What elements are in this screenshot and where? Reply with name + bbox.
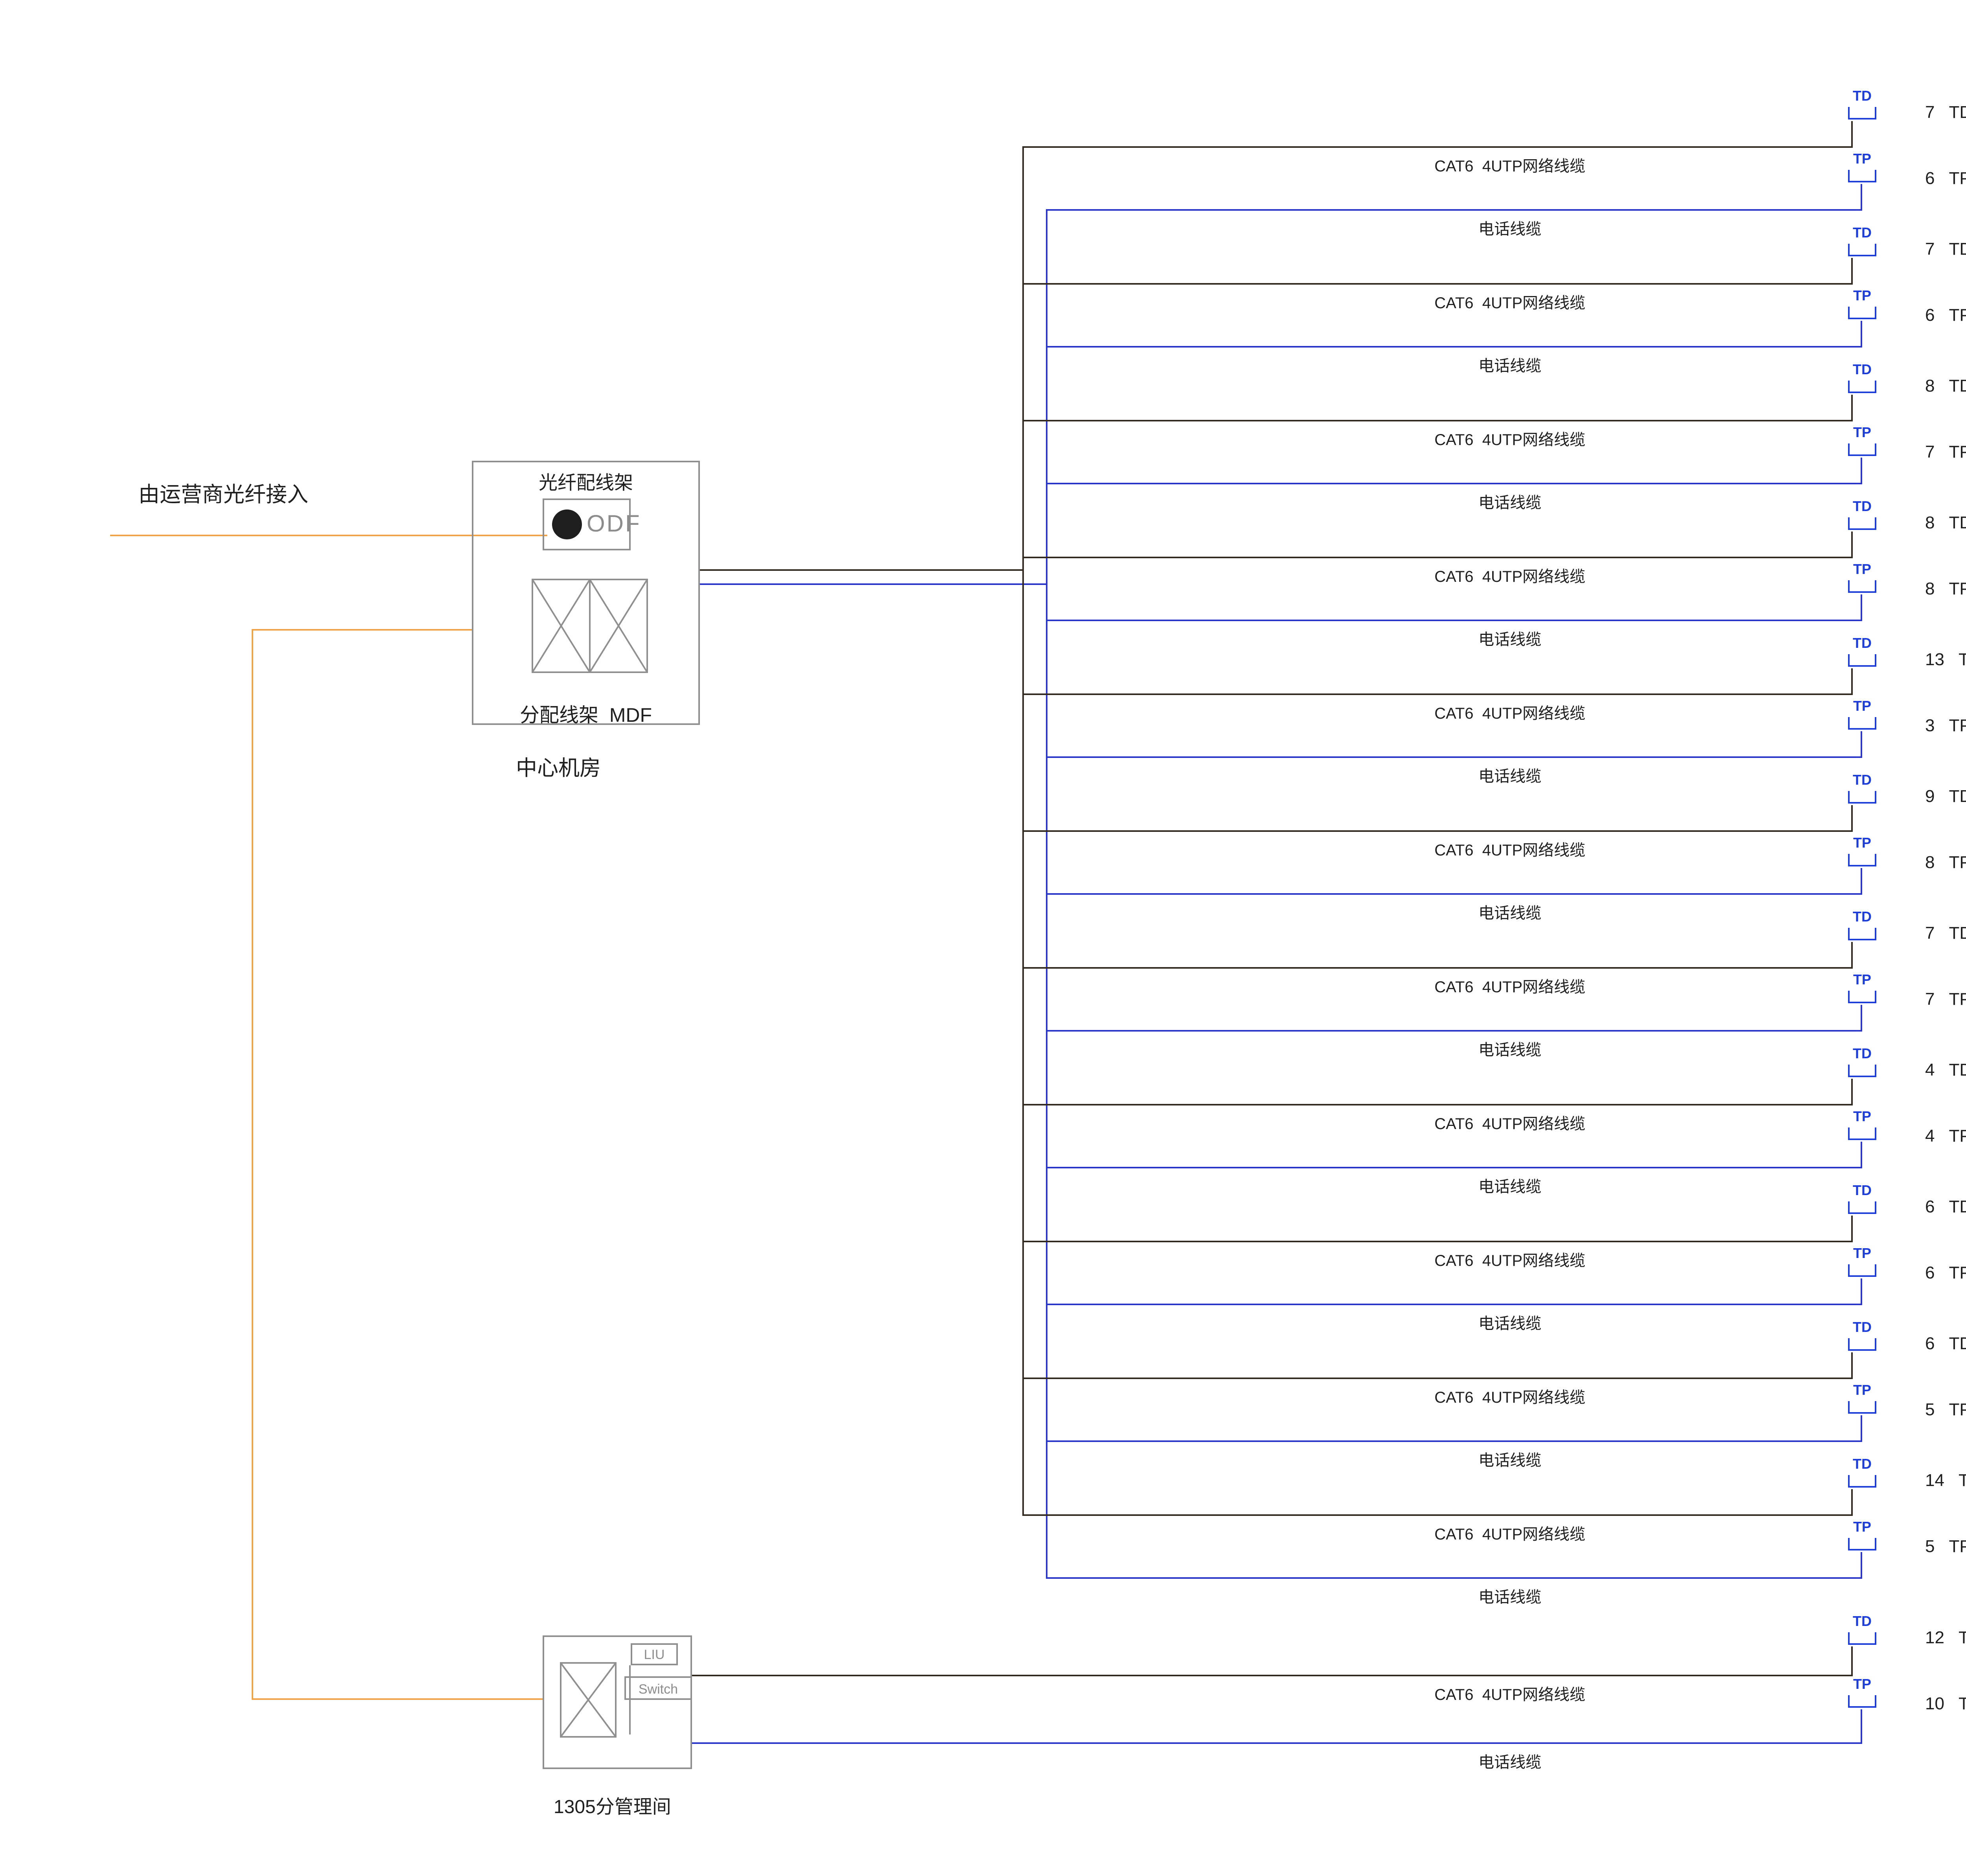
tp-outlet-label: TP bbox=[1842, 1678, 1883, 1692]
td-outlet: TD bbox=[1842, 1615, 1883, 1645]
td-count-unit: TD bbox=[1959, 1629, 1966, 1648]
cat6-cable-line bbox=[692, 1675, 1853, 1676]
td-outlet-icon bbox=[1848, 1632, 1876, 1645]
cat6-cable-stem bbox=[1851, 1646, 1853, 1675]
tp-outlet: TP bbox=[1842, 1678, 1883, 1708]
td-count: 12 TD bbox=[1925, 1629, 1966, 1648]
phone-cable-stem bbox=[1861, 1709, 1862, 1742]
cat6-cable-label: CAT6 4UTP网络线缆 bbox=[1365, 1681, 1655, 1705]
tp-outlet-icon bbox=[1848, 1695, 1876, 1708]
tp-count: 10 TP bbox=[1925, 1695, 1966, 1714]
phone-cable-line bbox=[692, 1742, 1862, 1744]
td-count-value: 12 bbox=[1925, 1629, 1944, 1648]
td-outlet-label: TD bbox=[1842, 1615, 1883, 1629]
tp-count-unit: TP bbox=[1959, 1695, 1966, 1714]
tp-count-value: 10 bbox=[1925, 1695, 1944, 1714]
phone-cable-label: 电话线缆 bbox=[1365, 1749, 1655, 1772]
